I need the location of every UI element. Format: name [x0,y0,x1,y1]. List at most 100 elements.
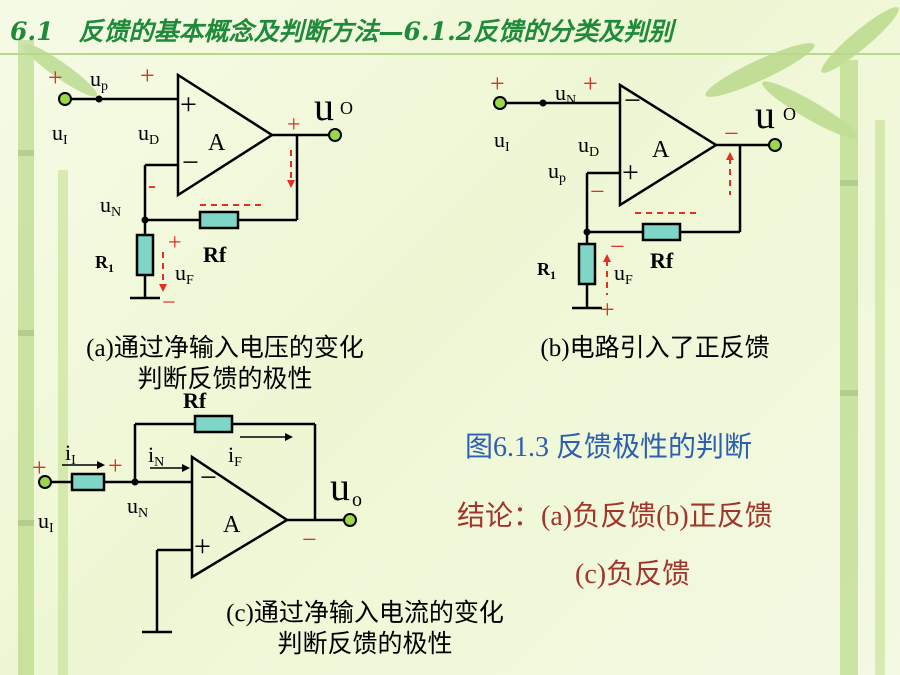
label-r1: R1 [95,252,114,275]
caption-c-line2: 判断反馈的极性 [277,631,453,658]
label-rf: Rf [650,248,674,273]
label-ud: uD [578,132,599,160]
bamboo-stalk-right-thin [875,120,885,675]
caption-b: (b)电路引入了正反馈 [540,335,770,362]
bamboo-stalk-left [18,40,34,675]
input-terminal [493,96,507,110]
input-plus-sign: + [48,63,63,92]
output-terminal [768,138,782,152]
input-terminal [38,475,52,489]
opamp-plus: + [622,156,639,189]
node-up [95,95,103,103]
bamboo-leaf [762,81,858,139]
label-up: up [548,158,566,186]
label-rf: Rf [183,388,207,413]
bamboo-node [840,390,858,396]
opamp-plus: + [180,88,197,121]
title-divider [0,53,900,55]
label-if: iF [228,442,242,470]
opamp-minus: − [182,146,199,179]
label-ui: uI [52,120,68,148]
bamboo-leaf [821,7,899,73]
opamp-minus: − [200,461,217,494]
current-arrow-if [285,433,293,441]
caption-a-line2: 判断反馈的极性 [137,366,313,393]
label-r1: R1 [537,259,556,282]
bamboo-leaf [22,43,98,97]
resistor-r1 [577,242,597,286]
opamp-minus: − [624,84,641,117]
node-un [141,216,149,224]
output-terminal [343,513,357,527]
uf-plus-sign: + [600,295,615,324]
conclusion: 结论：(a)负反馈(b)正反馈 [457,494,773,534]
current-arrow-in [182,464,190,472]
uf-minus-sign: − [162,290,176,316]
mid-plus-sign: + [108,451,123,480]
opamp-label: A [223,512,241,538]
polarity-arrow [159,284,167,292]
uf-minus-sign: − [610,232,625,261]
label-in: iN [148,442,164,470]
label-un: uN [555,80,576,108]
label-up: up [90,66,108,94]
bamboo-leaf [705,43,815,97]
polarity-arrow [287,180,295,188]
resistor-rf [198,210,240,230]
conclusion-line1: (a)负反馈(b)正反馈 [541,501,773,532]
slide-title: 6.1 反馈的基本概念及判断方法—6.1.2反馈的分类及判别 [10,17,674,46]
opamp-plus: + [194,530,211,563]
label-ii: iI [65,440,76,468]
label-ui: uI [494,127,510,155]
node-un [539,99,547,107]
resistor-r1 [135,233,155,277]
opamp-label: A [652,137,670,163]
p-minus-sign: − [590,177,605,206]
bamboo-stalk-right [840,60,858,675]
label-uf: uF [175,260,194,288]
polarity-arrow [726,152,734,160]
bamboo-node [18,150,34,156]
caption-a: (a)通过净输入电压的变化 判断反馈的极性 [40,333,410,395]
node-up [583,228,591,236]
uf-plus-sign: + [168,230,182,256]
label-un: uN [127,493,148,521]
n-minus-sign: - [148,173,156,199]
conclusion-line2: (c)负反馈 [575,559,691,590]
caption-c-line1: (c)通过净输入电流的变化 [226,600,504,627]
label-uf: uF [614,260,633,288]
conclusion-prefix: 结论： [457,501,542,532]
output-plus-sign: + [287,112,301,138]
label-ui: uI [38,508,54,536]
bamboo-node [18,330,34,336]
label-rf: Rf [203,242,227,267]
output-minus-sign: − [724,119,739,148]
polarity-arrow [603,254,611,262]
label-ud: uD [138,120,159,148]
resistor-r [70,472,106,492]
caption-a-line1: (a)通过净输入电压的变化 [86,335,364,362]
un-plus-sign: + [583,69,598,98]
resistor-rf [641,222,682,242]
input-terminal [58,92,72,106]
bamboo-node [840,180,858,186]
opamp-label: A [208,130,226,156]
output-terminal [328,128,342,142]
bamboo-node [18,520,34,526]
caption-c: (c)通过净输入电流的变化 判断反馈的极性 [185,598,545,660]
bamboo-stalk-left-thin [58,170,68,675]
label-un: uN [100,192,121,220]
resistor-rf [193,414,234,434]
figure-title: 图6.1.3 反馈极性的判断 [465,432,753,463]
input-plus-sign: + [490,69,505,98]
node-un [131,478,139,486]
output-minus-sign: − [302,525,317,554]
up-plus-sign: + [140,61,155,90]
